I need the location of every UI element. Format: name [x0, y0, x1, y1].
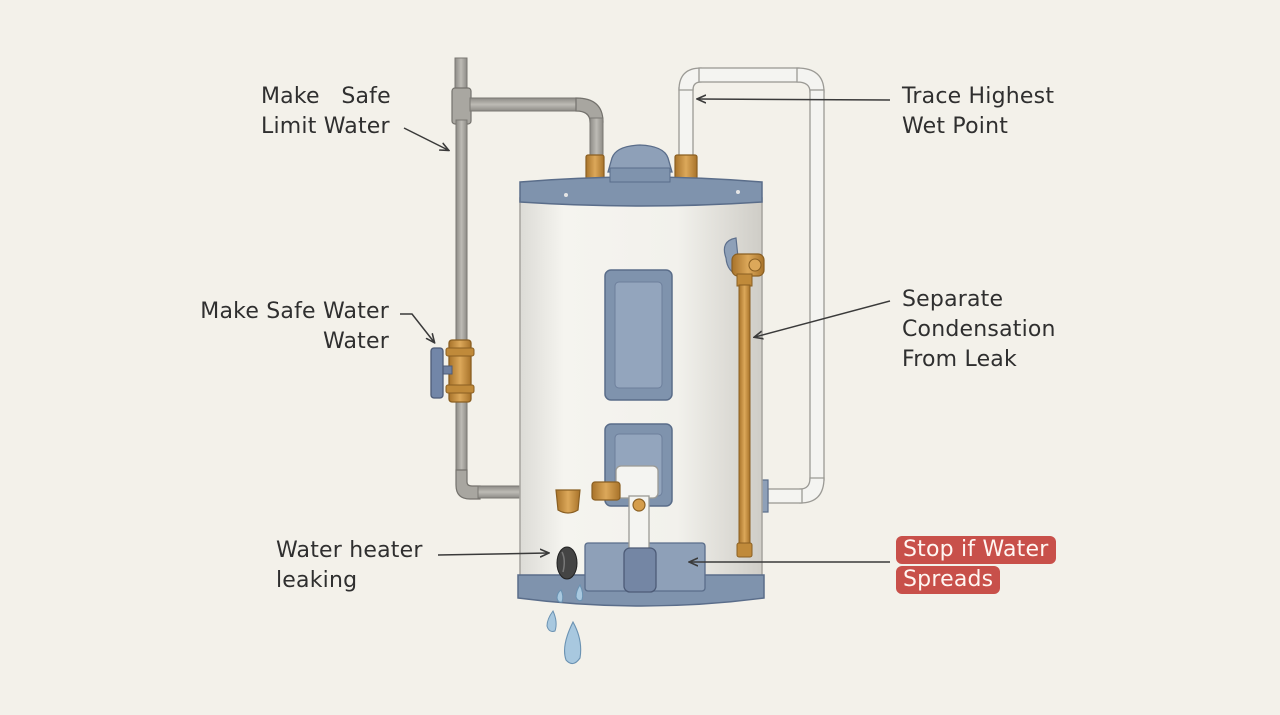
- top-fittings: [585, 154, 698, 182]
- label-highest-point-line-2: Wet Point: [902, 114, 1009, 139]
- leader-heater-leaking: [437, 553, 548, 555]
- label-safe-water: Make Safe Water Water: [197, 297, 389, 357]
- temperature-pressure-pipe: [723, 237, 765, 558]
- label-condensation-line-3: From Leak: [902, 347, 1017, 372]
- leader-condensation: [755, 300, 891, 337]
- water-drop-icon: [546, 584, 584, 665]
- leader-highest-point: [698, 99, 891, 100]
- valve-handle-icon: [430, 347, 444, 399]
- label-limit-water: Make Safe Limit Water: [261, 82, 391, 142]
- label-condensation-line-1: Separate: [902, 287, 1004, 312]
- callout-leaders: [400, 99, 891, 562]
- leak-point: [556, 546, 578, 580]
- label-limit-water-line-1: Make Safe: [261, 84, 391, 109]
- label-heater-leaking: Water heater leaking: [276, 536, 423, 596]
- label-condensation-line-2: Condensation: [902, 317, 1056, 342]
- drain-assembly: [555, 465, 659, 593]
- leader-safe-water: [400, 313, 434, 342]
- label-stop-spread-line-2: Spreads: [896, 566, 1001, 594]
- shutoff-valve: [430, 339, 475, 403]
- label-condensation: Separate Condensation From Leak: [902, 285, 1056, 375]
- label-heater-leaking-line-1: Water heater: [276, 538, 423, 563]
- label-highest-point: Trace Highest Wet Point: [902, 82, 1054, 142]
- label-heater-leaking-line-2: leaking: [276, 568, 358, 593]
- label-safe-water-line-2: Water: [322, 329, 389, 354]
- label-safe-water-line-1: Make Safe Water: [200, 299, 389, 324]
- label-stop-spread-line-1: Stop if Water: [896, 536, 1056, 564]
- label-limit-water-line-2: Limit Water: [261, 114, 390, 139]
- label-stop-spread: Stop if Water Spreads: [896, 536, 1056, 596]
- label-highest-point-line-1: Trace Highest: [902, 84, 1055, 109]
- leader-limit-water: [403, 127, 448, 150]
